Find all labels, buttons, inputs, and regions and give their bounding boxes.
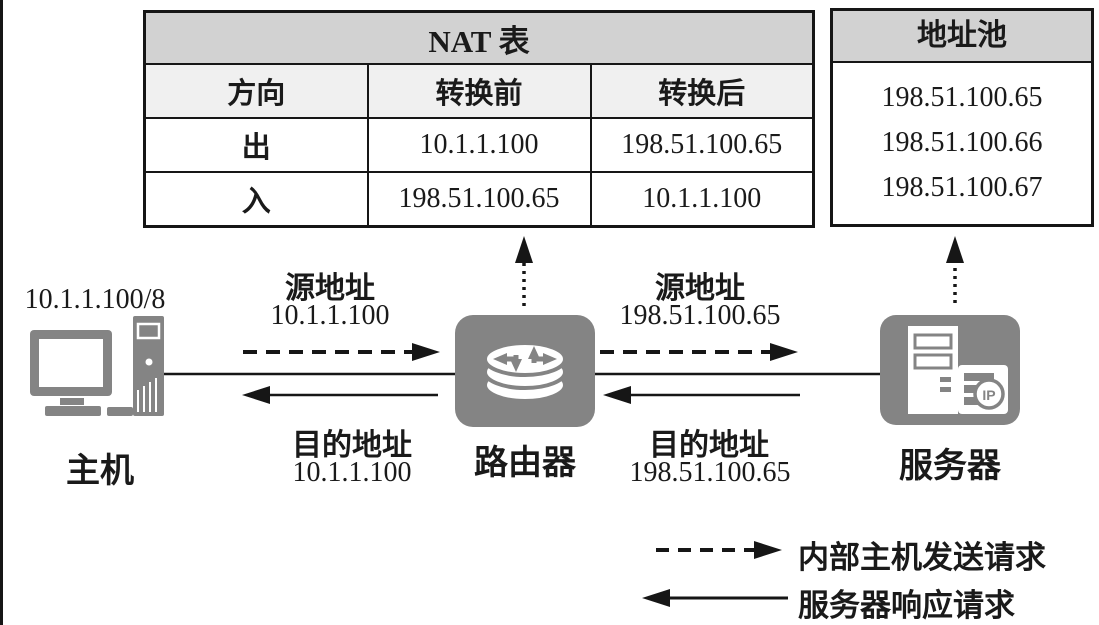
nat-table-title: NAT 表 <box>143 10 815 65</box>
address-pool-list: 198.51.100.65 198.51.100.66 198.51.100.6… <box>833 63 1091 224</box>
request-right-ip: 198.51.100.65 <box>619 300 781 331</box>
nat-col-before: 转换前 <box>366 63 592 119</box>
nat-table-title-row: NAT 表 <box>143 10 815 65</box>
legend-response-label: 服务器响应请求 <box>798 588 1015 623</box>
response-arrow-server-to-router <box>603 386 800 404</box>
nat-in-direction: 入 <box>143 171 369 228</box>
request-right-title: 源地址 <box>655 272 745 305</box>
request-arrow-router-to-server <box>600 343 798 361</box>
response-right-title: 目的地址 <box>649 429 769 462</box>
host-label: 主机 <box>66 452 134 490</box>
nat-out-direction: 出 <box>143 117 369 173</box>
page-left-border <box>0 0 3 625</box>
router-label: 路由器 <box>474 444 576 482</box>
response-arrow-router-to-host <box>242 386 438 404</box>
nat-col-direction: 方向 <box>143 63 369 119</box>
address-pool: 地址池 198.51.100.65 198.51.100.66 198.51.1… <box>830 8 1094 227</box>
request-arrow-host-to-router <box>243 343 440 361</box>
ip-badge-text: IP <box>982 387 995 403</box>
legend-request-label: 内部主机发送请求 <box>798 540 1046 575</box>
host-ip-label: 10.1.1.100/8 <box>24 284 166 315</box>
response-left-title: 目的地址 <box>292 429 412 462</box>
router-icon <box>455 315 595 427</box>
nat-in-before: 198.51.100.65 <box>366 171 592 228</box>
request-left-ip: 10.1.1.100 <box>270 300 390 331</box>
nat-in-after: 10.1.1.100 <box>589 171 815 228</box>
legend-request-arrow <box>656 541 782 559</box>
request-left-title: 源地址 <box>285 272 375 305</box>
pool-address: 198.51.100.67 <box>881 172 1043 203</box>
host-computer-icon <box>30 316 164 416</box>
nat-out-after: 198.51.100.65 <box>589 117 815 173</box>
address-pool-title: 地址池 <box>833 11 1091 63</box>
nat-col-after: 转换后 <box>589 63 815 119</box>
nat-table-header-row: 方向 转换前 转换后 <box>143 63 815 119</box>
nat-table: NAT 表 方向 转换前 转换后 出 10.1.1.100 198.51.100… <box>143 10 815 228</box>
lookup-arrow-router-to-nat-table <box>515 236 533 306</box>
legend-response-arrow <box>642 589 788 607</box>
nat-table-row-out: 出 10.1.1.100 198.51.100.65 <box>143 117 815 173</box>
nat-table-row-in: 入 198.51.100.65 10.1.1.100 <box>143 171 815 228</box>
server-icon: IP <box>880 315 1020 425</box>
response-left-ip: 10.1.1.100 <box>292 457 412 488</box>
pool-address: 198.51.100.66 <box>881 127 1043 158</box>
server-label: 服务器 <box>899 447 1001 485</box>
lookup-arrow-server-to-address-pool <box>946 236 964 303</box>
pool-address: 198.51.100.65 <box>881 82 1043 113</box>
nat-out-before: 10.1.1.100 <box>366 117 592 173</box>
response-right-ip: 198.51.100.65 <box>629 457 791 488</box>
